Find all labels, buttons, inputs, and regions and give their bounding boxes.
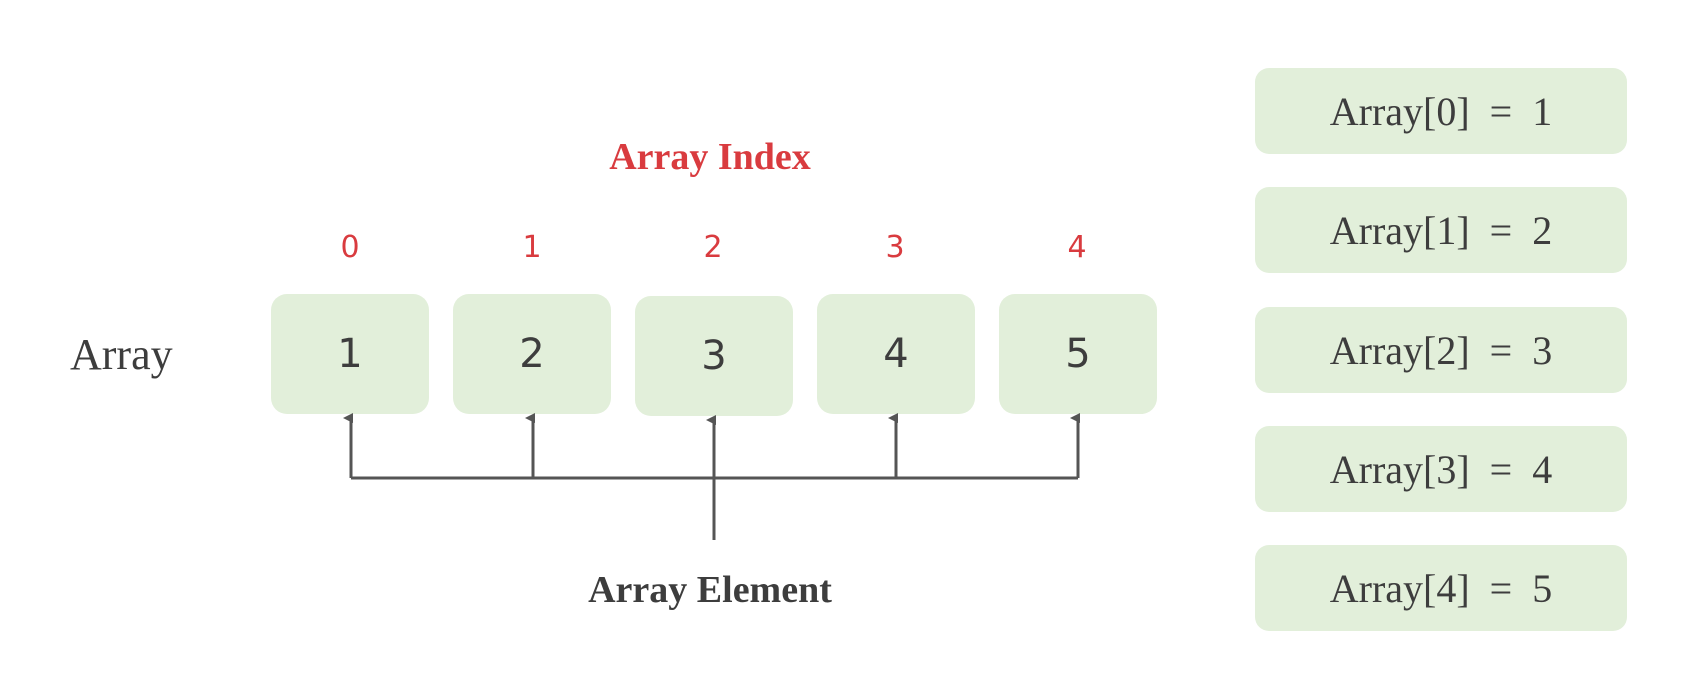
assignment-text: Array[3] = 4 [1329, 446, 1553, 492]
index-label-3: 3 [885, 230, 905, 265]
array-cell-value: 4 [883, 331, 909, 377]
array-cell-2: 3 [635, 296, 793, 416]
index-label-2: 2 [703, 230, 723, 265]
assignment-box-0: Array[0] = 1 [1255, 68, 1627, 154]
array-cell-value: 5 [1065, 331, 1091, 377]
array-cell-value: 2 [519, 331, 545, 377]
array-cell-1: 2 [453, 294, 611, 414]
index-label-4: 4 [1067, 230, 1087, 265]
assignment-text: Array[4] = 5 [1329, 565, 1553, 611]
array-cell-0: 1 [271, 294, 429, 414]
array-element-label: Array Element [588, 569, 832, 611]
assignment-box-3: Array[3] = 4 [1255, 426, 1627, 512]
assignment-box-2: Array[2] = 3 [1255, 307, 1627, 393]
array-cell-3: 4 [817, 294, 975, 414]
index-label-0: 0 [340, 230, 360, 265]
assignment-text: Array[1] = 2 [1329, 207, 1553, 253]
assignment-box-1: Array[1] = 2 [1255, 187, 1627, 273]
array-cell-4: 5 [999, 294, 1157, 414]
assignment-text: Array[0] = 1 [1329, 88, 1553, 134]
array-index-title: Array Index [609, 136, 811, 178]
assignment-box-4: Array[4] = 5 [1255, 545, 1627, 631]
index-label-1: 1 [522, 230, 542, 265]
assignment-text: Array[2] = 3 [1329, 327, 1553, 373]
array-label: Array [70, 330, 173, 379]
array-cell-value: 1 [337, 331, 363, 377]
array-cell-value: 3 [701, 333, 727, 379]
